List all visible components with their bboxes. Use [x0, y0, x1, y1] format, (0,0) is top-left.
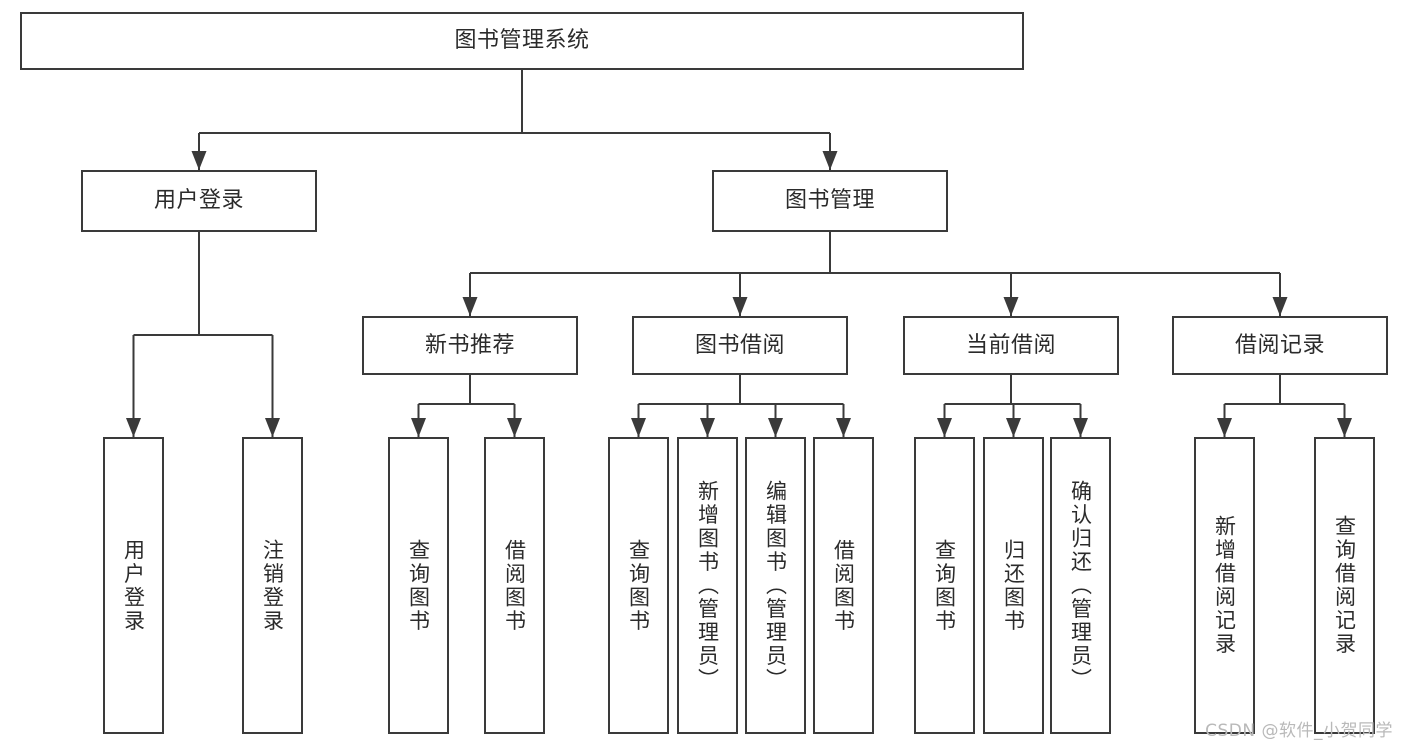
arrowhead-l3-b2 — [507, 418, 522, 437]
node-label: 新增借阅记录 — [1212, 515, 1237, 656]
node-label: 当前借阅 — [965, 332, 1056, 358]
arrowhead-l2-current — [1003, 297, 1019, 316]
node-l3-a2[interactable]: 注销登录 — [242, 437, 303, 734]
arrowhead-l3-c4 — [836, 418, 851, 437]
arrowhead-l3-d2 — [1006, 418, 1021, 437]
node-root[interactable]: 图书管理系统 — [20, 12, 1024, 70]
arrowhead-l3-a2 — [265, 418, 280, 437]
arrowhead-l1-manage — [822, 151, 838, 170]
node-label: 查询图书 — [406, 538, 431, 633]
node-l3-a1[interactable]: 用户登录 — [103, 437, 164, 734]
node-label: 借阅图书 — [831, 538, 856, 633]
node-l2-current[interactable]: 当前借阅 — [903, 316, 1119, 375]
node-label: 查询图书 — [932, 538, 957, 633]
node-label: 用户登录 — [121, 538, 146, 633]
node-label: 图书借阅 — [694, 332, 785, 358]
node-label: 查询图书 — [626, 538, 651, 633]
node-label: 图书管理系统 — [454, 28, 590, 54]
arrowhead-l3-e1 — [1217, 418, 1232, 437]
arrowhead-l2-borrow — [732, 297, 748, 316]
node-label: 确认归还（管理员） — [1068, 479, 1093, 692]
node-label: 归还图书 — [1001, 538, 1026, 633]
node-l3-d1[interactable]: 查询图书 — [914, 437, 975, 734]
node-l3-c1[interactable]: 查询图书 — [608, 437, 669, 734]
node-l3-d3[interactable]: 确认归还（管理员） — [1050, 437, 1111, 734]
node-label: 新书推荐 — [424, 332, 515, 358]
node-l3-b2[interactable]: 借阅图书 — [484, 437, 545, 734]
node-label: 用户登录 — [153, 188, 244, 214]
arrowhead-l3-d3 — [1073, 418, 1088, 437]
node-label: 注销登录 — [260, 538, 285, 633]
arrowhead-l3-c1 — [631, 418, 646, 437]
arrowhead-l2-newbook — [462, 297, 478, 316]
node-label: 编辑图书（管理员） — [763, 479, 788, 692]
node-l3-c4[interactable]: 借阅图书 — [813, 437, 874, 734]
arrowhead-l3-b1 — [411, 418, 426, 437]
node-l3-e1[interactable]: 新增借阅记录 — [1194, 437, 1255, 734]
node-label: 借阅记录 — [1234, 332, 1325, 358]
arrowhead-l3-c2 — [700, 418, 715, 437]
node-label: 借阅图书 — [502, 538, 527, 633]
node-label: 查询借阅记录 — [1332, 515, 1357, 656]
node-label: 新增图书（管理员） — [695, 479, 720, 692]
arrowhead-l3-a1 — [126, 418, 141, 437]
node-l3-c3[interactable]: 编辑图书（管理员） — [745, 437, 806, 734]
node-l3-c2[interactable]: 新增图书（管理员） — [677, 437, 738, 734]
arrowhead-l3-d1 — [937, 418, 952, 437]
arrowhead-l3-c3 — [768, 418, 783, 437]
arrowhead-l1-login — [191, 151, 207, 170]
node-l2-record[interactable]: 借阅记录 — [1172, 316, 1388, 375]
node-l2-newbook[interactable]: 新书推荐 — [362, 316, 578, 375]
arrowhead-l2-record — [1272, 297, 1288, 316]
node-l2-borrow[interactable]: 图书借阅 — [632, 316, 848, 375]
node-l1-login[interactable]: 用户登录 — [81, 170, 317, 232]
node-l3-d2[interactable]: 归还图书 — [983, 437, 1044, 734]
node-l3-e2[interactable]: 查询借阅记录 — [1314, 437, 1375, 734]
node-l1-manage[interactable]: 图书管理 — [712, 170, 948, 232]
arrowhead-l3-e2 — [1337, 418, 1352, 437]
node-l3-b1[interactable]: 查询图书 — [388, 437, 449, 734]
node-label: 图书管理 — [784, 188, 875, 214]
